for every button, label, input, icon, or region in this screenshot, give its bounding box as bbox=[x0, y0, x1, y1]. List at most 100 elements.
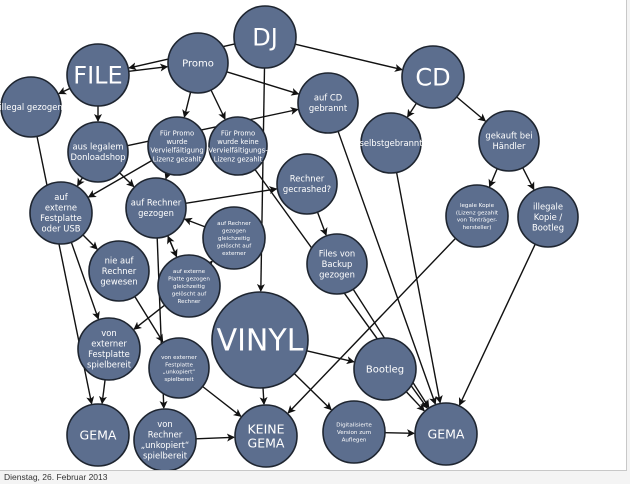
node-label: gewesen bbox=[100, 276, 137, 286]
node-label: gebrannt bbox=[309, 103, 348, 113]
node-label: auf CD bbox=[314, 93, 342, 103]
node-label: auf bbox=[54, 192, 68, 202]
node-label: Lizenz gezahlt bbox=[153, 155, 202, 163]
node-label: GEMA bbox=[248, 435, 285, 450]
node-label: spielbereit bbox=[87, 360, 132, 370]
node-label: Rechner bbox=[178, 299, 202, 305]
node-file: FILE bbox=[66, 43, 130, 107]
node-label: gleichzeitig bbox=[218, 236, 250, 242]
node-circle bbox=[29, 181, 93, 245]
node-circle bbox=[167, 32, 229, 94]
node-circle bbox=[157, 254, 221, 318]
edge-digitalisierte-version-to-gema-right bbox=[384, 429, 415, 438]
node-label: Rechner bbox=[102, 266, 137, 276]
node-circle bbox=[211, 291, 309, 389]
node-label: Lizenz gezahlt bbox=[214, 155, 263, 163]
node-label: illegal gezogen bbox=[0, 102, 63, 112]
node-circle bbox=[208, 116, 268, 176]
node-label: externer bbox=[222, 251, 246, 257]
node-label: FILE bbox=[73, 61, 122, 89]
edge-gekauft-haendler-to-illegale-kopie-bootleg bbox=[522, 167, 535, 191]
edge-rechner-unkopiert-spielbereit-to-keine-gema bbox=[195, 433, 235, 442]
node-circle bbox=[125, 177, 187, 239]
footer-date: Dienstag, 26. Februar 2013 bbox=[4, 472, 108, 482]
node-label: VINYL bbox=[217, 324, 304, 359]
node-circle bbox=[133, 408, 197, 470]
node-circle bbox=[66, 403, 130, 467]
edge-vinyl-to-keine-gema bbox=[259, 387, 268, 406]
node-circle bbox=[353, 337, 417, 401]
node-label: Bootleg bbox=[366, 365, 404, 376]
node-circle bbox=[66, 43, 130, 107]
edge-legaler-downloadshop-to-externe-festplatte-usb bbox=[77, 177, 85, 187]
node-label: Digitalisierte bbox=[336, 423, 372, 429]
node-label: oder USB bbox=[42, 224, 81, 234]
node-bootleg: Bootleg bbox=[353, 337, 417, 401]
edge-file-to-illegal-gezogen bbox=[58, 86, 71, 95]
node-gema-left: GEMA bbox=[66, 403, 130, 467]
node-label: wurde bbox=[166, 138, 187, 146]
edge-legaler-downloadshop-to-auf-rechner-gezogen bbox=[119, 172, 135, 188]
node-circle bbox=[202, 206, 266, 270]
node-label: gezogen bbox=[319, 269, 355, 279]
node-label: gleichzeitig bbox=[173, 284, 205, 290]
node-label: Für Promo bbox=[221, 130, 255, 138]
node-circle bbox=[0, 76, 62, 138]
node-label: DJ bbox=[252, 23, 278, 51]
node-illegal-gezogen: illegal gezogen bbox=[0, 76, 63, 138]
node-selbstgebrannt: selbstgebrannt bbox=[359, 112, 423, 174]
edge-dj-to-cd bbox=[295, 43, 403, 72]
node-label: „unkopiert“ bbox=[163, 370, 195, 376]
node-label: gecrashed? bbox=[283, 184, 331, 194]
node-label: Backup bbox=[322, 259, 353, 269]
edge-rechner-gecrashed-to-files-backup bbox=[316, 211, 328, 236]
edge-vinyl-to-digitalisierte-version bbox=[293, 373, 332, 411]
node-label: auf Rechner bbox=[131, 198, 182, 208]
node-label: „unkopiert“ bbox=[141, 440, 190, 450]
node-label: auf Rechner bbox=[217, 221, 251, 227]
node-label: gekauft bei bbox=[485, 131, 532, 141]
node-circle bbox=[88, 240, 150, 302]
node-label: externer bbox=[91, 339, 127, 349]
node-circle bbox=[276, 153, 338, 215]
node-label: nie auf bbox=[105, 255, 135, 265]
node-gema-right: GEMA bbox=[414, 402, 478, 466]
node-cd: CD bbox=[401, 45, 465, 109]
node-label: Files von bbox=[319, 248, 355, 258]
edge-vinyl-to-bootleg bbox=[306, 350, 355, 365]
node-externe-unkopiert-spielbereit: von externerFestplatte„unkopiert“spielbe… bbox=[148, 337, 210, 399]
node-label: GEMA bbox=[80, 427, 117, 442]
edge-cd-to-gekauft-haendler bbox=[456, 96, 487, 122]
edge-legale-kopie-to-keine-gema bbox=[287, 237, 457, 414]
node-label: GEMA bbox=[428, 426, 465, 441]
node-label: gezogen bbox=[138, 208, 174, 218]
edge-externe-festplatte-usb-to-externe-spielbereit bbox=[70, 241, 100, 320]
edge-externe-geloescht-rechner-to-auf-rechner-gezogen bbox=[167, 235, 178, 258]
node-circle bbox=[148, 337, 210, 399]
node-label: (Lizenz gezahlt bbox=[456, 210, 499, 216]
node-label: Festplatte bbox=[88, 349, 130, 359]
node-circle bbox=[360, 112, 422, 174]
node-label: Bootleg bbox=[532, 222, 564, 232]
edge-promo-to-promo-lizenz-gezahlt bbox=[182, 91, 192, 118]
edge-externe-unkopiert-spielbereit-to-keine-gema bbox=[202, 385, 242, 417]
edge-gekauft-haendler-to-legale-kopie bbox=[488, 168, 498, 188]
node-label: Vervielfältigung bbox=[150, 147, 203, 155]
node-label: illegale bbox=[533, 201, 563, 211]
edge-promo-to-auf-cd-gebrannt bbox=[226, 71, 300, 96]
node-circle bbox=[234, 404, 298, 468]
